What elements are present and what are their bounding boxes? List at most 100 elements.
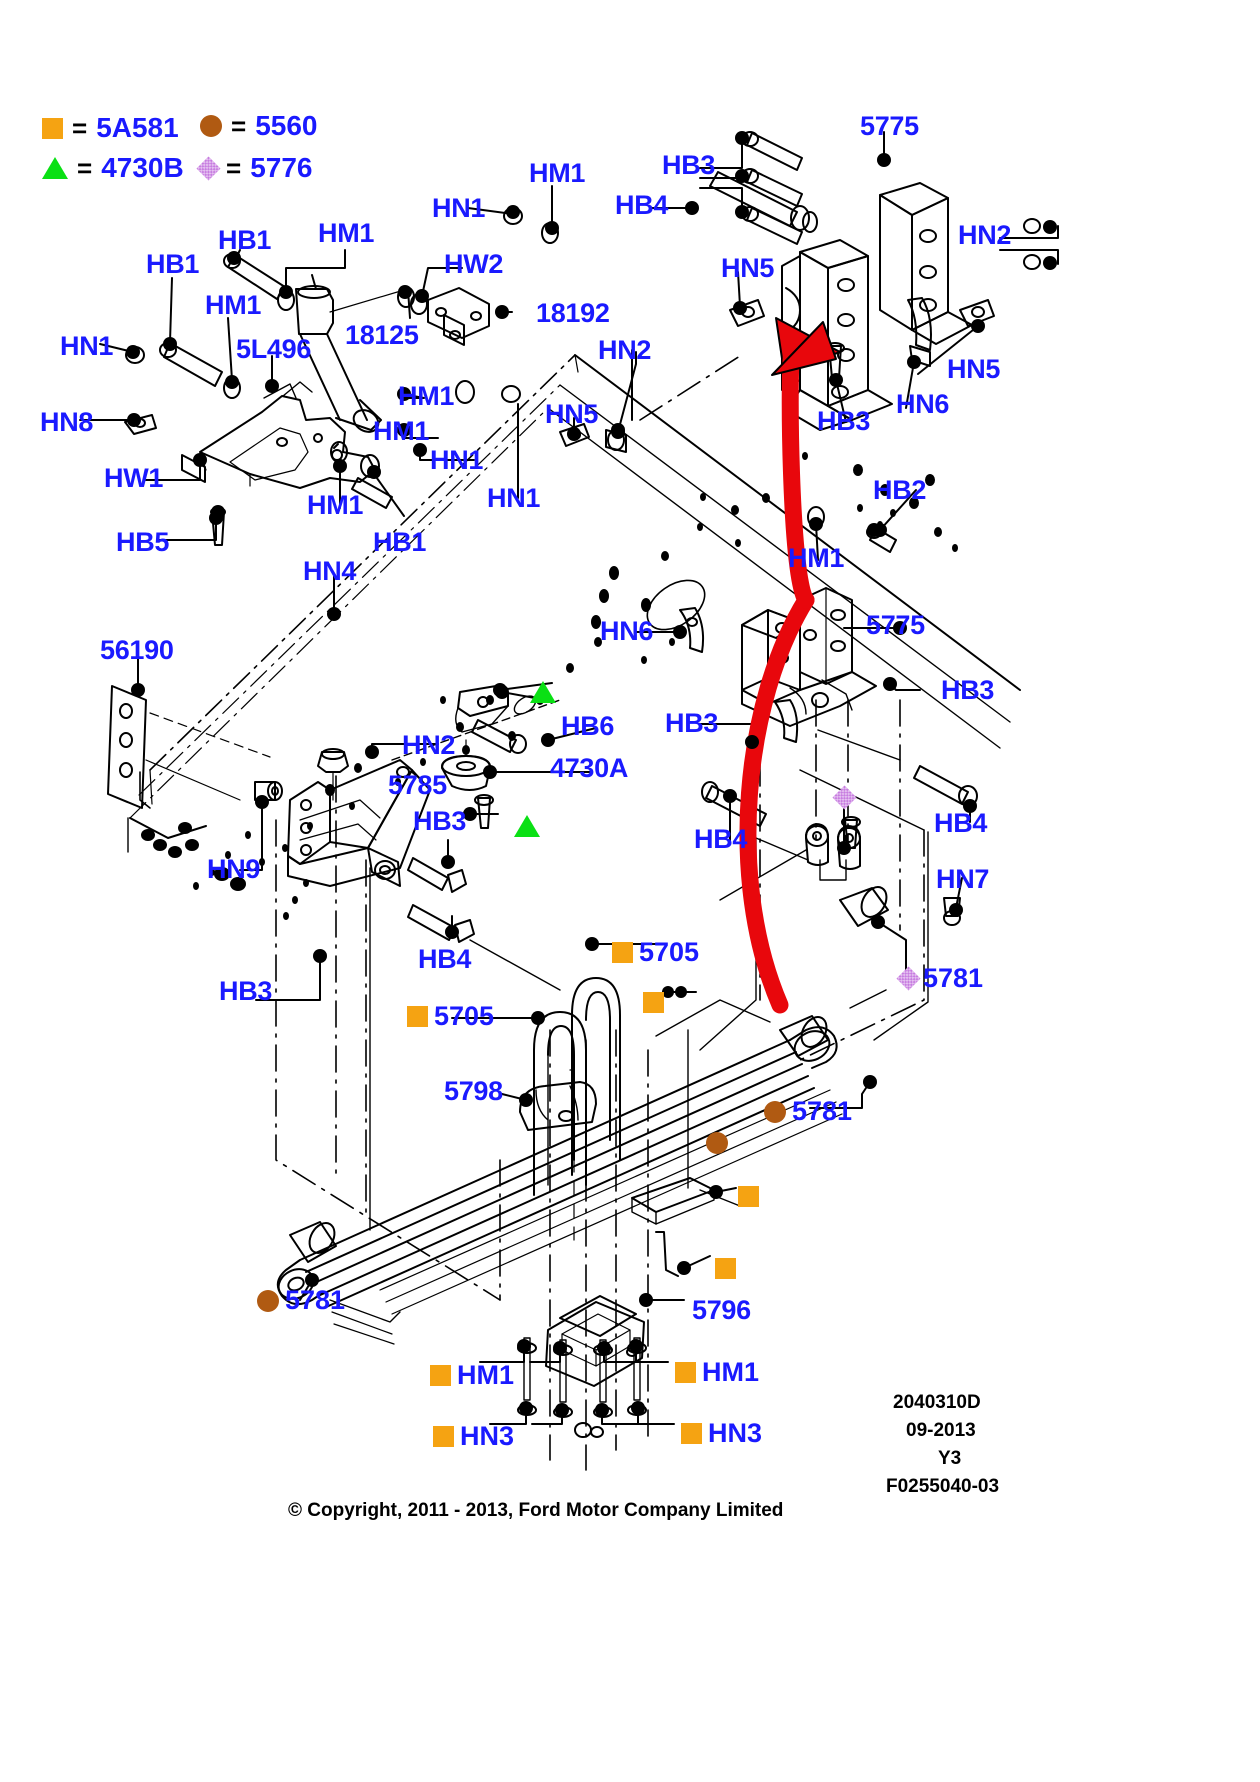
callout-hb3-e-text: HB3 <box>413 806 467 836</box>
legend-label-5776: 5776 <box>250 152 313 183</box>
legend-item-4730B: = 4730B <box>42 152 184 184</box>
callout-hn2-c-text: HN2 <box>402 730 456 760</box>
callout-hm1-a: HM1 <box>318 220 374 247</box>
callout-hb2: HB2 <box>873 477 926 504</box>
callout-4730a: 4730A <box>550 755 628 782</box>
callout-hm1-c-text: HM1 <box>205 290 262 320</box>
callout-hm1-d: HM1 <box>398 383 454 410</box>
callout-hn6-a-text: HN6 <box>896 389 950 419</box>
callout-hb4-d-text: HB4 <box>418 944 472 974</box>
callout-hb3-a-text: HB3 <box>662 150 716 180</box>
callout-4730a-text: 4730A <box>550 753 629 783</box>
part-5798-clamp <box>519 1081 597 1131</box>
callout-5781-a: 5781 <box>764 1096 852 1127</box>
diamond-marker <box>196 155 221 181</box>
callout-5775-b-text: 5775 <box>866 610 925 640</box>
circle-marker <box>764 1100 786 1123</box>
legend-equals: = <box>226 152 242 183</box>
callout-5775-a-text: 5775 <box>860 111 919 141</box>
callout-hb4-d: HB4 <box>418 946 471 973</box>
callout-hm1-h: HM1 <box>430 1360 514 1391</box>
callout-5781-a-text: 5781 <box>792 1096 853 1126</box>
callout-5781-c-text: 5781 <box>285 1285 346 1315</box>
leader-dots <box>126 131 1057 1417</box>
square-marker <box>42 117 63 139</box>
drawing-model: Y3 <box>938 1448 962 1469</box>
callout-5798-text: 5798 <box>444 1076 503 1106</box>
callout-56190-text: 56190 <box>100 635 174 665</box>
callout-5781-b-text: 5781 <box>923 963 984 993</box>
callout-hn6-b: HN6 <box>600 618 653 645</box>
callout-5781-b: 5781 <box>896 963 984 994</box>
callout-5796: 5796 <box>692 1297 751 1324</box>
square-marker <box>430 1365 451 1386</box>
rail-left-end <box>129 817 246 891</box>
callout-hn6-a: HN6 <box>896 391 949 418</box>
legend-label-4730B: 4730B <box>101 152 184 183</box>
part-5L496-bracket <box>199 381 376 489</box>
callout-5775-a: 5775 <box>860 113 919 140</box>
callout-hb4-c: HB4 <box>934 810 987 837</box>
callout-hn3-b: HN3 <box>681 1418 762 1449</box>
callout-18125-text: 18125 <box>345 320 419 350</box>
callout-hn6-b-text: HN6 <box>600 616 654 646</box>
callout-hn4-text: HN4 <box>303 556 357 586</box>
callout-hb1-c-text: HB1 <box>373 527 427 557</box>
callout-hn1-a: HN1 <box>432 195 485 222</box>
callout-hb6: HB6 <box>561 713 614 740</box>
callout-5785: 5785 <box>388 772 447 799</box>
callout-hm1-g: HM1 <box>788 545 844 572</box>
callout-hw2-a: HW2 <box>444 251 503 278</box>
callout-hn9: HN9 <box>207 856 260 883</box>
drawing-number: 2040310D <box>893 1392 981 1413</box>
callout-hb4-a-text: HB4 <box>615 190 669 220</box>
callout-hn3-a-text: HN3 <box>460 1421 515 1451</box>
callout-hn8-text: HN8 <box>40 407 94 437</box>
callout-hn5-a-text: HN5 <box>721 253 775 283</box>
callout-hn1-b-text: HN1 <box>60 331 114 361</box>
callout-hn5-b: HN5 <box>947 356 1000 383</box>
callout-hb3-f: HB3 <box>219 978 272 1005</box>
square-marker <box>433 1426 454 1447</box>
part-18192-bracket <box>427 287 490 346</box>
callout-hm1-e: HM1 <box>373 418 429 445</box>
callout-hn2-b: HN2 <box>598 337 651 364</box>
callout-hm1-h-text: HM1 <box>457 1360 515 1390</box>
callout-hn2-a: HN2 <box>958 222 1011 249</box>
callout-hm1-a-text: HM1 <box>318 218 375 248</box>
callout-hm1-f: HM1 <box>307 492 363 519</box>
callout-hw2-a-text: HW2 <box>444 249 504 279</box>
callout-5705-a-text: 5705 <box>639 937 700 967</box>
square-marker <box>407 1006 428 1027</box>
legend-label-5A581: 5A581 <box>96 112 179 143</box>
triangle-marker <box>42 157 68 179</box>
callout-56190: 56190 <box>100 637 174 664</box>
marker-square-pad <box>738 1186 759 1207</box>
callout-5705-a: 5705 <box>612 937 699 968</box>
callout-hn7-text: HN7 <box>936 864 990 894</box>
callout-hb6-text: HB6 <box>561 711 615 741</box>
callout-hm1-i: HM1 <box>675 1357 759 1388</box>
callout-hb1-a: HB1 <box>218 227 271 254</box>
callout-hb4-a: HB4 <box>615 192 668 219</box>
legend-item-5A581: = 5A581 <box>42 112 179 144</box>
callout-hb3-b-text: HB3 <box>817 406 871 436</box>
legend-equals: = <box>77 152 93 183</box>
callout-hn2-b-text: HN2 <box>598 335 652 365</box>
callout-hb1-b: HB1 <box>146 251 199 278</box>
drawing-date: 09-2013 <box>906 1420 976 1441</box>
callout-hn1-d: HN1 <box>487 485 540 512</box>
legend-item-5776: = 5776 <box>196 152 313 184</box>
legend-equals: = <box>231 110 247 141</box>
figure-code: F0255040-03 <box>886 1476 1000 1497</box>
callout-hm1-d-text: HM1 <box>398 381 455 411</box>
callout-hn5-c: HN5 <box>545 401 598 428</box>
callout-18192: 18192 <box>536 300 610 327</box>
callout-hn5-a: HN5 <box>721 255 774 282</box>
callout-hb3-c: HB3 <box>941 677 994 704</box>
callout-hn8: HN8 <box>40 409 93 436</box>
callout-hb4-b-text: HB4 <box>694 824 748 854</box>
marker-triangle-bolt <box>514 815 540 837</box>
marker-square-clip <box>715 1258 736 1279</box>
